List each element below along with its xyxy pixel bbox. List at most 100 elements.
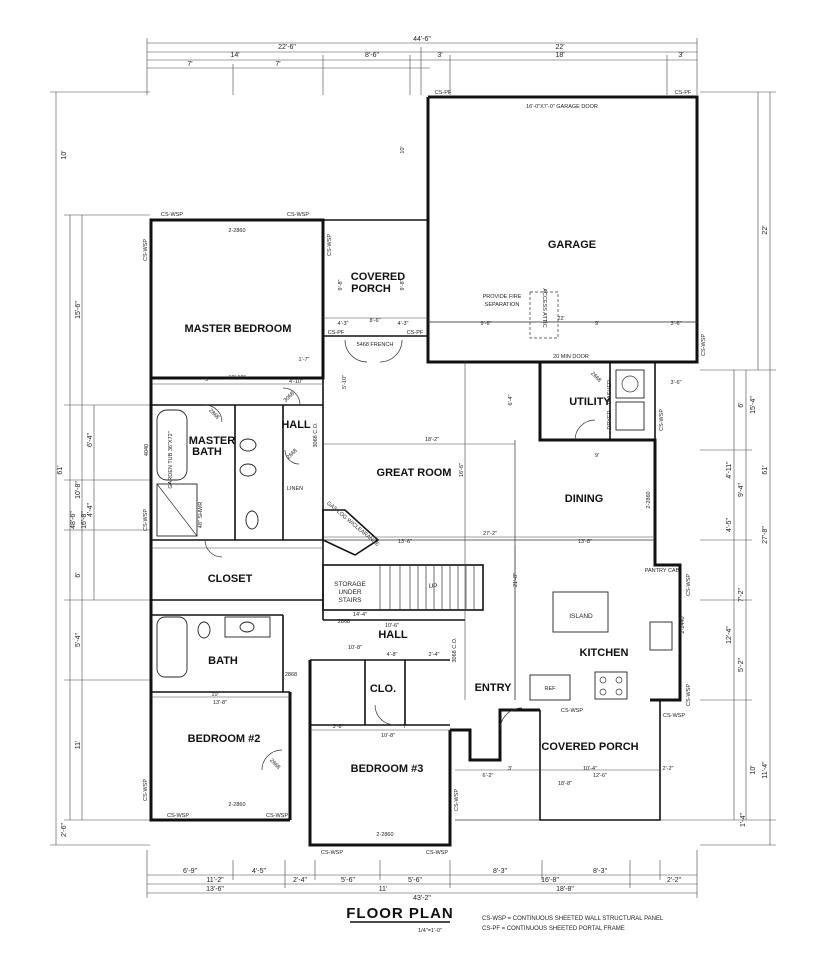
room-label-master-bath-1: MASTER [189,435,236,447]
dim: 3068 [283,391,296,404]
note-gas-log: GAS LOG W/CLEARANCE [325,501,380,549]
dim-bot-8-3b: 8'-3" [593,868,607,875]
garden-tub-icon [156,409,188,481]
dim: 6'-4" [508,394,514,405]
interior-dimensions: 2-2860 9' 13'-10" 4'-10" 1'-7" 3068 2868… [144,146,697,838]
pf-label: CS-PF [675,90,692,96]
dim-top-7a: 7' [187,61,192,68]
range-icon [594,671,628,700]
dim-bot-2-2: 2'-2" [667,877,681,884]
note-min-door: 20 MIN DOOR [553,354,589,360]
pf-label: CS-PF [435,90,452,96]
wsp-label: CS-WSP [167,813,189,819]
dim-left-61: 61' [57,465,64,474]
dim-top-7b: 7' [275,61,280,68]
dim: 4'-3" [398,321,409,327]
dim: 2668 [286,448,299,461]
dim: 2'-2" [663,766,674,772]
note-washer: WASHER [607,380,613,404]
dim: 13'-10" [228,375,245,381]
dim: 13'-8" [213,700,227,706]
stair-up-label: UP [428,583,437,590]
dim-right-1-4: 1'-4" [740,813,747,827]
dim-right-7-2: 7'-2" [738,588,745,602]
note-fire-separation-2: SEPARATION [485,302,520,308]
dim: 3'-8" [333,724,344,730]
left-dimensions: 10' 15'-6" 6'-4" 10'-8" 4'-4" 6' 5'-4" 1… [50,91,150,846]
dim-top-3a: 3' [437,52,442,59]
dim: 2-2440 [680,616,686,633]
dim-left-6: 6' [75,572,82,577]
dim: 10'-8" [348,645,362,651]
wsp-label: CS-WSP [161,212,183,218]
room-label-great-room: GREAT ROOM [377,467,452,479]
wsp-label: CS-WSP [287,212,309,218]
dim-bot-6-9: 6'-9" [183,868,197,875]
room-label-kitchen: KITCHEN [580,647,629,659]
dim-bot-11-2: 11'-2" [206,877,224,884]
ref-label: REF [545,686,557,692]
dim-bot-8-3a: 8'-3" [493,868,507,875]
dim: 18'-8" [558,781,572,787]
dim-left-6-4: 6'-4" [87,433,94,447]
dim-bot-11: 11' [379,886,388,893]
dim-right-5-2: 5'-2" [738,658,745,672]
legend-pf: CS-PF = CONTINUOUS SHEETED PORTAL FRAME [482,926,625,932]
dim: 2668 [589,371,602,384]
walls [149,95,699,847]
wsp-label: CS-WSP [659,409,665,431]
dryer-icon [615,401,645,431]
room-label-clo: CLO. [370,683,396,695]
dim: 9'-8" [400,279,406,290]
dim: 18'-2" [425,437,439,443]
room-label-storage-2: UNDER [338,589,361,596]
dim-top-right: 22' [555,44,564,51]
dim: 9' [205,377,209,383]
plan-scale: 1/4"=1'-0" [418,928,442,934]
dim: 2-2860 [646,491,652,508]
dim: 2'-4" [429,652,440,658]
dim-left-10: 10' [61,150,68,159]
dim: 9'-8" [338,279,344,290]
dim-right-61: 61' [762,465,769,474]
wsp-label: CS-WSP [561,708,583,714]
dim-overall-width: 44'-6" [413,36,431,43]
dim-left-15-6: 15'-6" [75,301,82,319]
dim: 2868 [207,408,220,421]
dim: 3'-6" [671,380,682,386]
dim-bot-5-6a: 5'-6" [341,877,355,884]
linen-label: LINEN [287,486,303,492]
toilet-icon-2 [197,621,211,639]
room-label-dining: DINING [565,493,604,505]
dim: 14'-4" [353,612,367,618]
note-fire-separation-1: PROVIDE FIRE [483,294,522,300]
room-label-entry: ENTRY [475,682,513,694]
wsp-label: CS-WSP [701,334,707,356]
dim-right-6: 6' [738,402,745,407]
top-dimensions: 44'-6" 22'-6" 22' 14' 8'-6" 3' 18' 3' 7'… [146,36,698,95]
panel-labels: CS-WSP CS-WSP CS-PF CS-PF CS-PF CS-PF CS… [143,90,707,856]
dim: 2868 [338,619,350,625]
room-label-garage: GARAGE [548,239,596,251]
note-garden-tub: GARDEN TUB 36"X72" [168,431,174,488]
dim: 9'-6" [481,321,492,327]
dim: 10' [400,146,406,153]
dim: 4'-8" [387,652,398,658]
dim-bot-4-5: 4'-5" [252,868,266,875]
dim: 10' [211,692,218,698]
sink-icon [239,438,257,452]
dim-top-14: 14' [230,52,239,59]
dim: 13'-6" [398,539,412,545]
pf-label: CS-PF [407,330,424,336]
island-label: ISLAND [569,613,593,620]
dim: 3068 C.O. [313,422,319,448]
bathtub-icon [156,616,188,678]
plan-title: FLOOR PLAN [346,905,454,922]
dim-left-2-6: 2'-6" [61,823,68,837]
dim-bot-43-2: 43'-2" [413,895,431,902]
fridge-icon [529,674,571,701]
dim-right-10: 10' [750,765,757,774]
wsp-label: CS-WSP [454,789,460,811]
room-label-utility: UTILITY [569,396,611,408]
